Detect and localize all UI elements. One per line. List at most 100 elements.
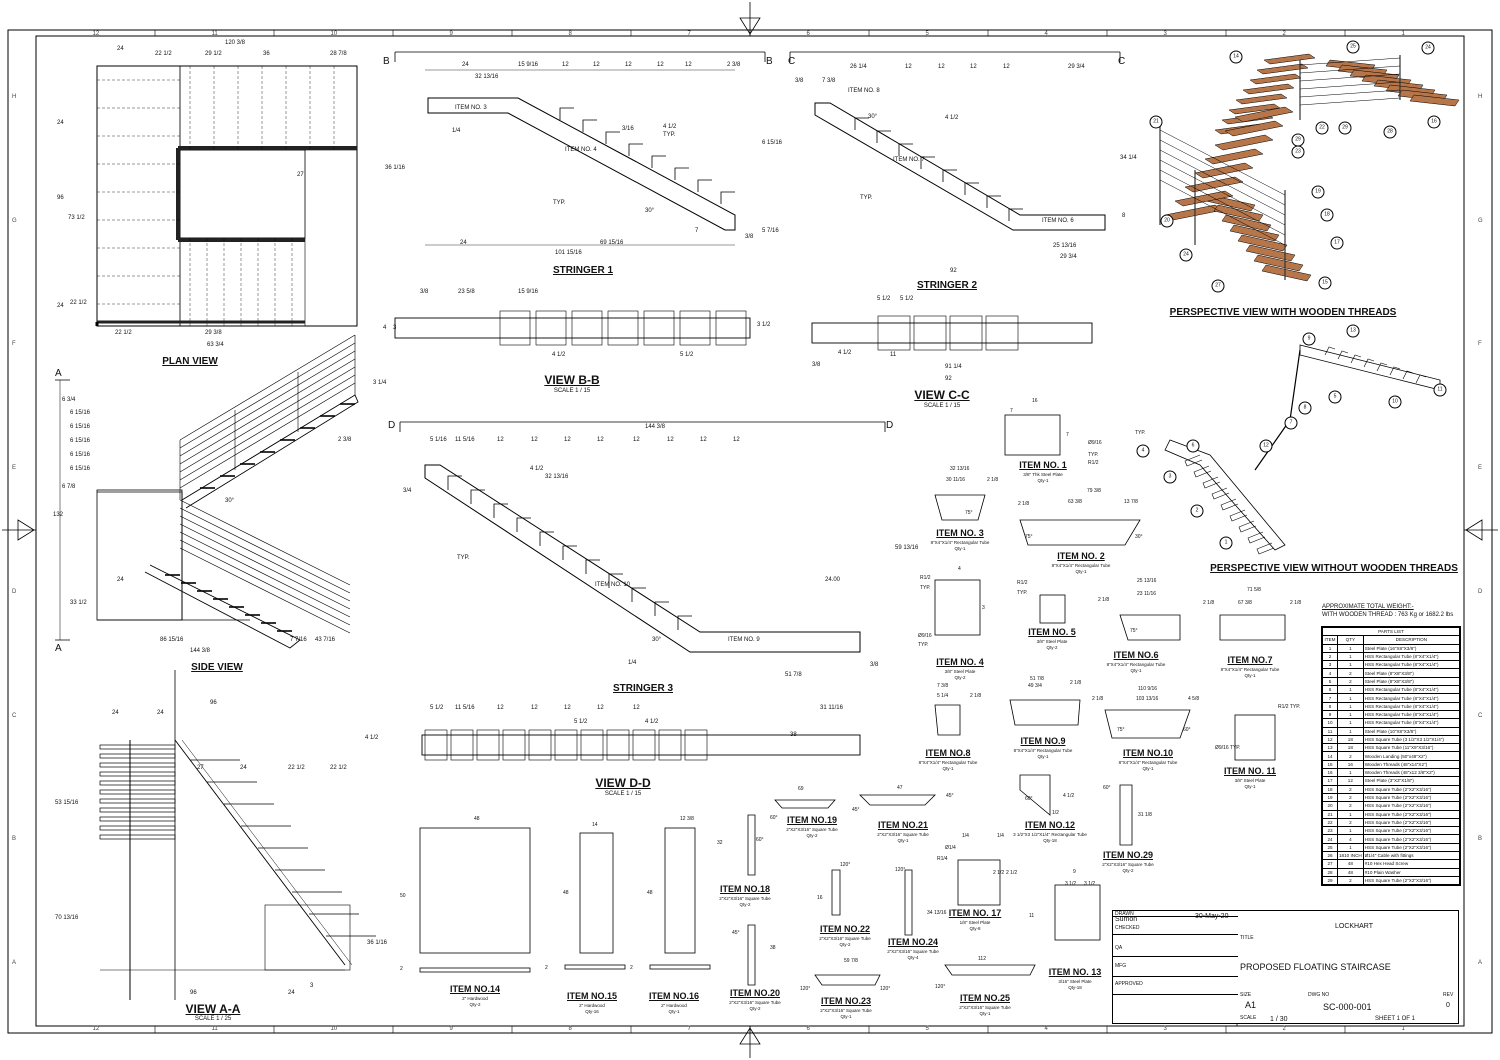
item-dimension: 2 1/2 — [1006, 870, 1018, 876]
stringer2-dimension: 7 3/8 — [822, 78, 836, 84]
item-dimension: 12 3/8 — [680, 816, 694, 822]
parts-desc: Ø1/4" Cable with fittings — [1362, 850, 1461, 861]
item-balloon: 10 — [1388, 395, 1402, 409]
parts-item: 15 — [1322, 759, 1338, 770]
tread — [99, 744, 176, 750]
zone-letter: C — [12, 712, 17, 719]
zone-number: 1 — [1401, 31, 1405, 37]
support-plate — [424, 729, 448, 761]
parts-item: 26 — [1322, 850, 1338, 861]
stringer1-dimension: 24 — [460, 240, 467, 246]
view_aa-dimension: 24 — [240, 765, 247, 771]
step-bracket — [1184, 454, 1203, 467]
item-dimension: 59 7/8 — [844, 958, 858, 964]
wooden-tread — [1235, 93, 1288, 105]
wooden-tread — [1245, 244, 1296, 262]
side-dimension: 86 15/16 — [160, 637, 184, 643]
step-bracket — [1211, 487, 1230, 500]
zone-letter: H — [12, 93, 17, 100]
parts-qty: 4 — [1337, 834, 1364, 844]
stringer2-dimension: 34 1/4 — [1120, 155, 1137, 161]
item-label: ITEM NO. 1 — [1019, 460, 1067, 470]
support-plate — [913, 315, 947, 351]
parts-item: 10 — [1322, 718, 1338, 728]
side-dimension: 33 1/2 — [70, 600, 87, 606]
side-dimension: 6 15/16 — [70, 466, 91, 472]
support-plate — [715, 310, 747, 346]
stringer3-dimension: 24.00 — [825, 577, 841, 583]
stringer1-dimension: 101 15/16 — [555, 250, 582, 256]
item-label: ITEM NO. 11 — [1223, 766, 1277, 776]
handrail-cable — [1159, 169, 1286, 236]
side-dimension: 144 3/8 — [190, 648, 211, 654]
wooden-tread — [1214, 134, 1274, 151]
item-qty: Qty-2 — [739, 902, 751, 907]
parts-item: 7 — [1322, 693, 1338, 703]
handrail-cable — [1299, 65, 1401, 74]
item-balloon: 15 — [1318, 276, 1332, 290]
item-label: ITEM NO.10 — [1122, 748, 1174, 758]
view_aa-dimension: 24 — [112, 710, 119, 716]
item-dimension: 60° — [770, 815, 778, 821]
stringer3-dimension: 12 — [531, 437, 538, 443]
side-dimension: 132 — [53, 512, 64, 518]
item-dimension: 2 — [400, 966, 403, 972]
item-qty: Qty-2 — [839, 942, 851, 947]
item-label: ITEM NO.21 — [877, 820, 929, 830]
view_dd-dimension: 5 1/2 — [430, 705, 444, 711]
item-label: ITEM NO. 5 — [1028, 627, 1076, 637]
zone-letter: G — [12, 217, 17, 224]
weight-value: WITH WOODEN THREAD : 763 Kg or 1682.2 lb… — [1322, 612, 1454, 618]
stringer-3 — [399, 421, 886, 653]
parts-qty: 1 — [1337, 826, 1364, 836]
stringer2-dimension: 29 3/4 — [1060, 254, 1077, 260]
item-balloon: 23 — [1291, 145, 1305, 159]
stringer2-callout: ITEM NO. 8 — [848, 88, 880, 94]
item-qty: Qty-18 — [1068, 985, 1082, 990]
side-dimension: 6 3/4 — [62, 397, 76, 403]
handrail-cable — [179, 515, 351, 602]
item-dimension: R1/2 — [920, 575, 931, 581]
tb-checked-label: CHECKED — [1113, 925, 1238, 935]
handrail-cable — [179, 539, 351, 626]
parts-item: 19 — [1322, 792, 1338, 803]
item-balloon: 29 — [1291, 133, 1305, 147]
side-view-label: SIDE VIEW — [191, 662, 243, 673]
zone-letter: B — [1478, 836, 1483, 843]
weight-note: APPROXIMATE TOTAL WEIGHT:- WITH WOODEN T… — [1322, 603, 1453, 619]
parts-desc: HSS Rectangular Tube (8"X4"X1/4") — [1362, 701, 1461, 711]
stringer-2 — [789, 51, 1121, 231]
item-dimension: TYP. — [1135, 430, 1146, 436]
item-qty: Qty-1 — [1244, 784, 1256, 789]
stringer2-callout: 4 1/2 — [945, 115, 959, 121]
item-qty: Qty-1 — [1130, 668, 1142, 673]
item-desc: 8"X4"X1/4" Rectangular Tube — [1118, 760, 1178, 765]
item-dimension: Ø9/16 TYP. — [1215, 745, 1241, 751]
handrail-cable — [1159, 149, 1286, 216]
section-marker-a-bottom: A — [55, 643, 62, 654]
view_bb-dimension: 3 — [393, 325, 397, 331]
item-balloon: 6 — [1186, 439, 1200, 453]
weight-heading: APPROXIMATE TOTAL WEIGHT:- — [1322, 604, 1414, 610]
item-dimension: 11 — [1029, 913, 1035, 919]
parts-desc: HSS Rectangular Tube (8"X4"X1/4") — [1362, 685, 1461, 695]
parts-qty: 2 — [1337, 792, 1364, 803]
parts-qty: 48 — [1337, 859, 1364, 869]
item-dimension: 1/4 — [997, 833, 1004, 839]
item-dimension: 2 1/8 — [970, 693, 982, 699]
item-dimension: 120° — [895, 867, 906, 873]
parts-item: 20 — [1322, 801, 1338, 811]
wooden-tread — [1184, 176, 1244, 193]
item-desc: 8"X4"X1/4" Rectangular Tube — [1220, 667, 1280, 672]
view_dd-dimension: 11 5/16 — [455, 705, 475, 711]
parts-desc: HSS Square Tube (3 1/2"X3 1/2"X1/4") — [1362, 734, 1461, 745]
stringer3-dimension: 12 — [597, 437, 604, 443]
view_dd-dimension: 12 — [497, 705, 504, 711]
tread-support — [677, 615, 692, 630]
view-dd-label: VIEW D-D — [595, 776, 651, 790]
item-dimension: 120° — [880, 986, 891, 992]
